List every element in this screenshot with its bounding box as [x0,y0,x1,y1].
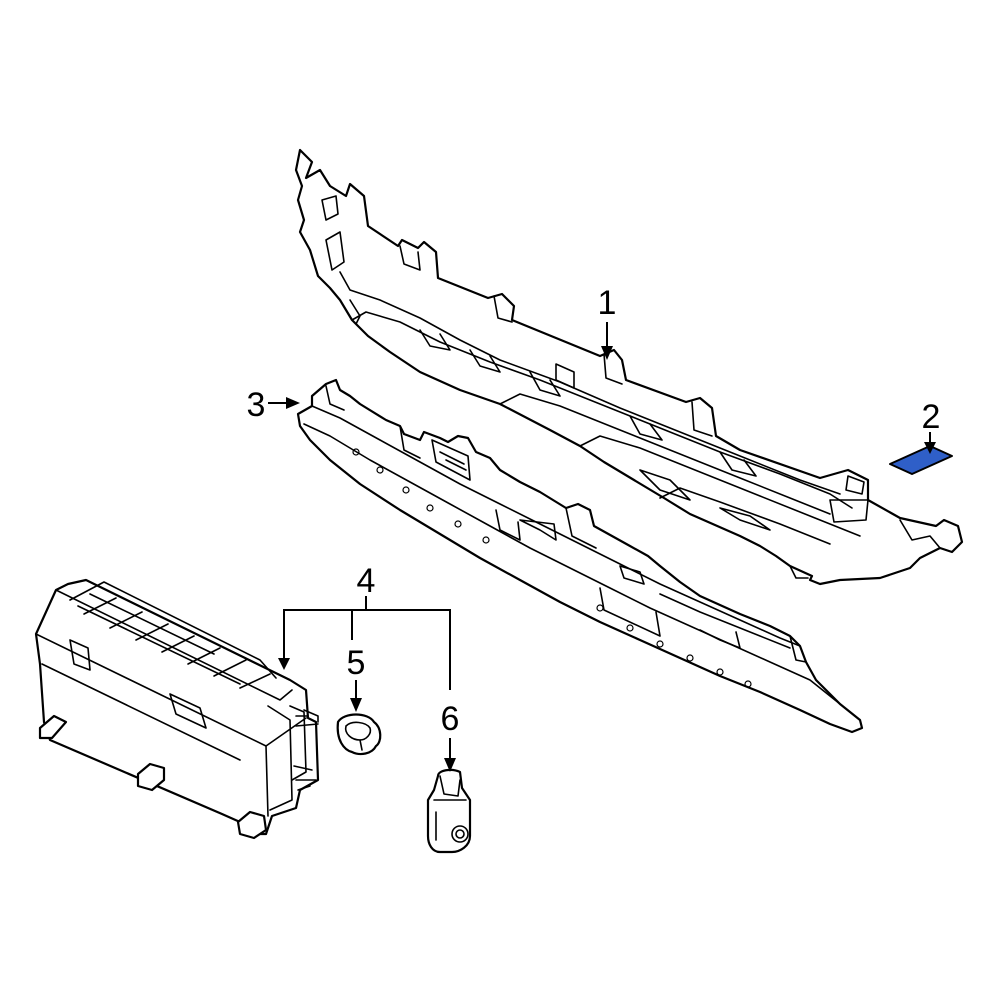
mounting-bracket[interactable] [426,768,472,854]
callout-2-label: 2 [922,398,941,436]
upper-bumper-bracket[interactable] [294,148,964,586]
sensor-assembly[interactable] [34,578,320,840]
callout-4-bracket [283,609,451,690]
foam-pad[interactable] [889,445,953,475]
callout-6-arrow-icon [444,758,456,772]
callout-1-label: 1 [598,284,617,322]
callout-1-arrow-icon [601,346,613,360]
lower-bumper-bracket[interactable] [296,378,864,734]
callout-5-arrow-icon [350,698,362,712]
callout-4-arrow-icon [278,658,290,670]
callout-2-arrow-icon [924,442,936,454]
retainer-clip[interactable] [336,713,382,756]
callout-3-arrow-icon [286,397,300,409]
callouts: 1 2 3 4 5 6 [247,284,941,772]
callout-5-label: 5 [347,644,366,682]
callout-6-label: 6 [441,700,460,738]
lower-bracket-holes [352,448,752,688]
callout-4-label: 4 [357,562,376,600]
callout-3-label: 3 [247,386,266,424]
